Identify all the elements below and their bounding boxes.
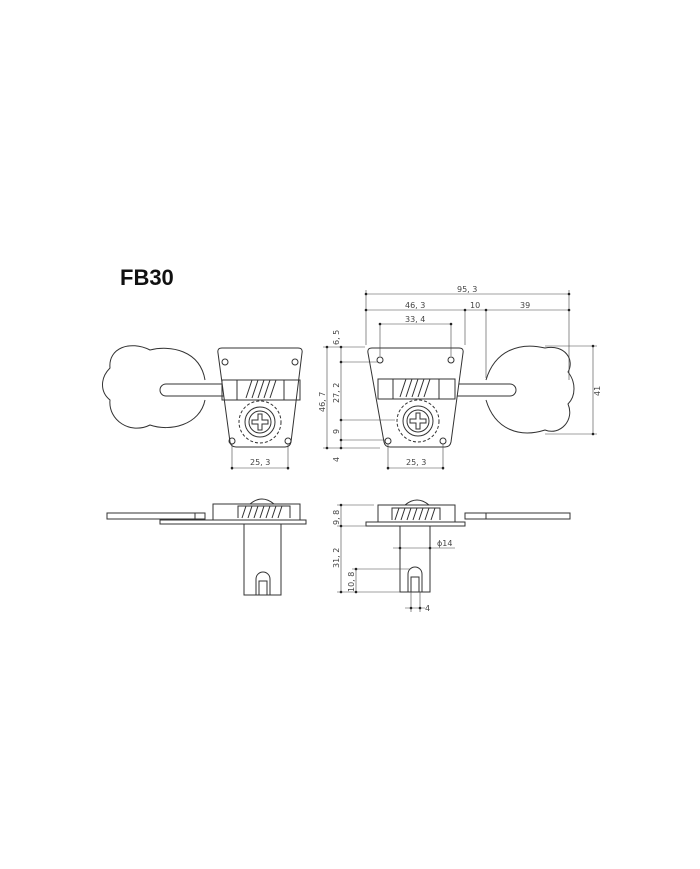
dim-plate-width: 46, 3 <box>405 301 425 310</box>
key-blade <box>106 512 196 520</box>
shaft-rod <box>449 383 517 397</box>
screw-head <box>248 410 272 434</box>
mounting-hole <box>221 358 229 366</box>
worm-housing <box>377 504 456 523</box>
worm-housing <box>221 379 301 401</box>
right-tuner-top-view: 95, 3 46, 3 10 39 33, 4 25, 3 46, 7 6, 5… <box>318 285 602 470</box>
gear <box>238 400 282 444</box>
mounting-hole <box>376 356 384 364</box>
dimension-points <box>230 292 595 610</box>
baseplate <box>365 521 466 527</box>
dim-bottom-hole-spacing-left: 25, 3 <box>250 458 270 467</box>
dim-top-offset: 6, 5 <box>332 330 341 345</box>
key-button <box>485 345 575 434</box>
dim-shaft-gap: 10 <box>470 301 480 310</box>
dim-top-hole-spacing: 33, 4 <box>405 315 425 324</box>
baseplate <box>159 519 307 525</box>
dim-hole-to-gear: 27, 2 <box>332 383 341 403</box>
left-tuner-side-view <box>106 498 307 596</box>
dim-overall-length: 95, 3 <box>457 285 477 294</box>
dim-key-height: 41 <box>593 386 602 396</box>
dim-housing-height: 9, 8 <box>332 510 341 525</box>
dim-post-length: 31, 2 <box>332 548 341 568</box>
mounting-plate <box>217 347 303 448</box>
dim-post-diameter: ϕ14 <box>437 539 452 548</box>
string-post <box>399 525 431 593</box>
dim-bottom-hole-spacing-right: 25, 3 <box>406 458 426 467</box>
right-tuner-side-view: 9, 8 31, 2 10, 8 ϕ14 4 <box>332 499 571 613</box>
mounting-hole <box>447 356 455 364</box>
dim-gear-to-hole: 9 <box>332 429 341 434</box>
phillips-screw-icon <box>409 412 427 430</box>
dim-plate-height: 46, 7 <box>318 392 327 412</box>
screw-head <box>406 409 430 433</box>
shaft-rod <box>159 383 231 397</box>
key-button <box>102 345 206 429</box>
dim-slot-width: 4 <box>425 604 430 613</box>
phillips-screw-icon <box>251 413 269 431</box>
string-post <box>243 523 282 596</box>
mounting-hole <box>291 358 299 366</box>
gear <box>396 399 440 443</box>
model-title: FB30 <box>120 265 174 290</box>
worm-housing <box>377 378 456 400</box>
key-blade <box>485 512 571 520</box>
dim-key-length: 39 <box>520 301 530 310</box>
left-tuner-top-view: 25, 3 <box>102 345 303 470</box>
dim-bottom-offset: 4 <box>332 457 341 462</box>
dim-slot-height: 10, 8 <box>347 572 356 592</box>
